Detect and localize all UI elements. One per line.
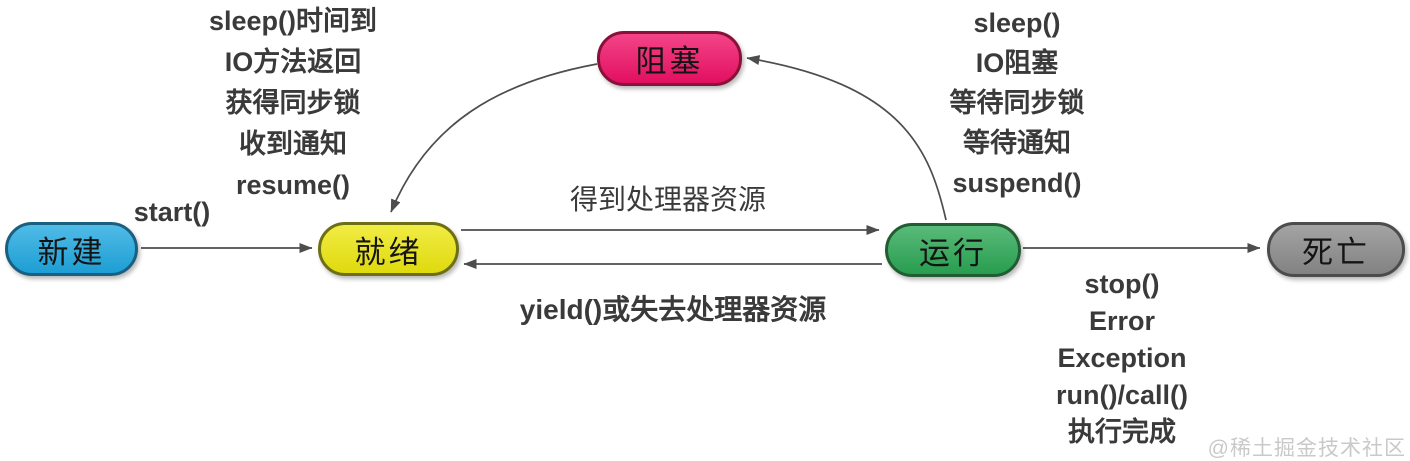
reason-line: stop() bbox=[1084, 269, 1160, 299]
edge-label-acquire-cpu: 得到处理器资源 bbox=[569, 184, 767, 215]
state-label-dead: 死亡 bbox=[1302, 235, 1370, 270]
reason-line: IO阻塞 bbox=[975, 48, 1059, 78]
blocked-to-ready-reasons: sleep()时间到 IO方法返回 获得同步锁 收到通知 resume() bbox=[209, 1, 377, 206]
reason-line: run()/call() bbox=[1056, 380, 1188, 410]
reason-line: Error bbox=[1088, 306, 1156, 336]
reason-line: 执行完成 bbox=[1068, 417, 1176, 447]
state-node-new: 新建 bbox=[5, 222, 138, 276]
edge-label-start: start() bbox=[133, 197, 211, 227]
reason-line: sleep()时间到 bbox=[208, 6, 378, 36]
running-to-blocked-reasons: sleep() IO阻塞 等待同步锁 等待通知 suspend() bbox=[950, 3, 1085, 203]
arrow-blocked-to-ready-arc bbox=[390, 63, 598, 213]
state-label-running: 运行 bbox=[919, 235, 987, 271]
state-label-blocked: 阻塞 bbox=[635, 44, 704, 79]
state-label-new: 新建 bbox=[37, 234, 106, 270]
state-node-dead: 死亡 bbox=[1267, 222, 1405, 277]
reason-line: 等待同步锁 bbox=[949, 88, 1085, 118]
state-label-ready: 就绪 bbox=[354, 234, 423, 270]
reason-line: Exception bbox=[1057, 343, 1187, 373]
reason-line: 等待通知 bbox=[963, 128, 1071, 158]
running-to-dead-reasons: stop() Error Exception run()/call() 执行完成 bbox=[1056, 266, 1188, 451]
reason-line: sleep() bbox=[973, 8, 1061, 38]
edge-label-yield: yield()或失去处理器资源 bbox=[519, 294, 827, 325]
reason-line: resume() bbox=[235, 170, 351, 200]
reason-line: 收到通知 bbox=[239, 129, 347, 159]
watermark: @稀土掘金技术社区 bbox=[1207, 437, 1406, 460]
state-node-blocked: 阻塞 bbox=[597, 31, 742, 86]
reason-line: suspend() bbox=[952, 168, 1082, 198]
state-node-running: 运行 bbox=[885, 223, 1021, 277]
reason-line: 获得同步锁 bbox=[225, 88, 361, 118]
reason-line: IO方法返回 bbox=[224, 47, 362, 77]
state-node-ready: 就绪 bbox=[318, 222, 459, 276]
arrow-running-to-blocked-arc bbox=[746, 55, 947, 221]
